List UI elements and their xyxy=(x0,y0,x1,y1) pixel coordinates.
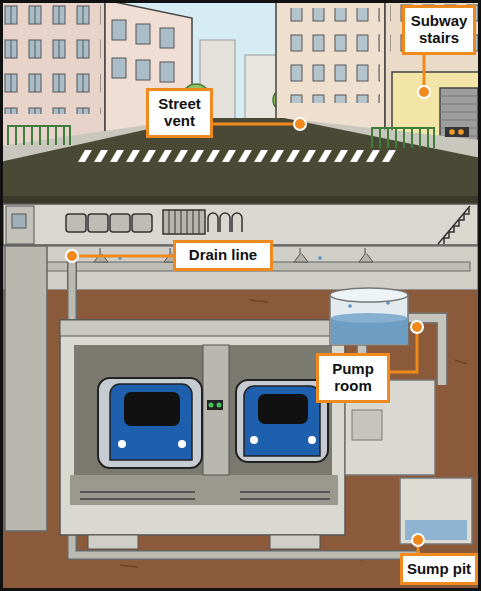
tunnel xyxy=(70,475,338,505)
leader-lines xyxy=(66,250,78,262)
leader-lines xyxy=(411,321,423,333)
right-train xyxy=(244,386,320,456)
sky xyxy=(245,55,280,120)
right-buildings xyxy=(390,4,478,64)
leader-lines xyxy=(418,86,430,98)
pump-system xyxy=(330,288,408,302)
leader-lines xyxy=(294,118,306,130)
street xyxy=(0,118,481,204)
tunnel xyxy=(209,403,214,408)
pump-system xyxy=(348,304,352,308)
left-buildings xyxy=(136,60,150,80)
street xyxy=(0,196,481,204)
mezzanine xyxy=(163,210,205,234)
left-train xyxy=(178,440,186,448)
right-train xyxy=(236,380,328,462)
left-buildings xyxy=(112,20,126,40)
left-train xyxy=(110,384,192,460)
tunnel xyxy=(207,400,223,410)
street xyxy=(458,129,464,135)
left-buildings xyxy=(4,4,101,114)
tunnel xyxy=(270,535,320,549)
mezzanine xyxy=(88,214,108,232)
left-train xyxy=(98,378,202,468)
mezzanine xyxy=(132,214,152,232)
leader-lines xyxy=(412,534,424,546)
callout-box: Sump pit xyxy=(400,553,478,585)
left-buildings xyxy=(160,28,174,48)
tunnel xyxy=(60,320,345,549)
right-train xyxy=(250,436,258,444)
callout-label: Street vent xyxy=(153,96,206,130)
tunnel xyxy=(80,492,330,499)
callout-box: Street vent xyxy=(146,88,213,138)
street xyxy=(449,129,455,135)
right-train xyxy=(308,436,316,444)
mezzanine xyxy=(169,210,199,234)
callout-box: Subway stairs xyxy=(402,5,476,55)
left-buildings xyxy=(112,58,126,78)
right-train xyxy=(236,380,328,462)
street xyxy=(372,128,434,148)
pump-system xyxy=(352,410,382,440)
callout-label: Subway stairs xyxy=(409,13,469,47)
earth xyxy=(5,246,47,531)
pump-system xyxy=(331,313,407,323)
tunnel xyxy=(60,320,345,336)
callout-box: Pump room xyxy=(316,353,390,403)
street xyxy=(78,150,396,162)
left-train xyxy=(124,392,180,426)
tunnel xyxy=(88,535,138,549)
mezzanine xyxy=(438,206,470,244)
mezzanine xyxy=(12,214,26,228)
pipe-gallery xyxy=(318,256,322,260)
tunnel xyxy=(217,403,222,408)
pump-system xyxy=(386,301,390,305)
street xyxy=(8,126,70,145)
street xyxy=(0,118,481,200)
tunnel xyxy=(203,345,229,475)
mezzanine xyxy=(6,206,34,244)
right-buildings xyxy=(290,8,380,103)
pump-system xyxy=(400,478,472,544)
left-buildings xyxy=(136,24,150,44)
mezzanine xyxy=(3,204,478,245)
tunnel xyxy=(60,320,345,535)
mezzanine xyxy=(110,214,130,232)
callout-box: Drain line xyxy=(173,240,273,271)
right-train xyxy=(258,394,308,424)
earth xyxy=(3,246,478,588)
pump-system xyxy=(330,288,472,544)
left-buildings xyxy=(160,62,174,82)
mezzanine xyxy=(66,214,86,232)
mezzanine xyxy=(3,204,478,245)
mezzanine xyxy=(208,213,242,232)
callout-label: Drain line xyxy=(189,247,257,264)
left-train xyxy=(98,378,202,468)
right-buildings xyxy=(440,96,478,136)
callout-label: Sump pit xyxy=(407,561,471,578)
callout-label: Pump room xyxy=(323,361,383,395)
left-train xyxy=(118,440,126,448)
leader-lines xyxy=(72,55,424,553)
street xyxy=(445,127,469,137)
leader-lines xyxy=(66,55,430,553)
